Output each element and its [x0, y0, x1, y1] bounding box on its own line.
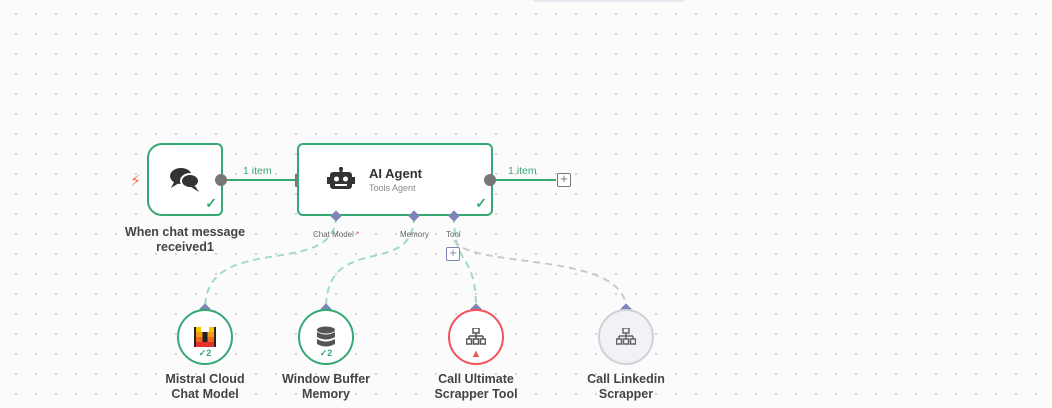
scrapper-tool-label-line1: Call Ultimate: [438, 372, 514, 386]
add-tool-button[interactable]: +: [446, 246, 460, 261]
required-marker: *: [356, 230, 360, 239]
call-linkedin-scrapper-node[interactable]: [598, 309, 654, 365]
success-check-icon: ✓: [205, 195, 217, 211]
sub-edge-tool-linkedin: [453, 239, 627, 310]
window-buffer-memory-node[interactable]: ✓2: [298, 309, 354, 365]
mistral-label-line2: Chat Model: [171, 387, 239, 401]
scrapper-tool-node-label: Call Ultimate Scrapper Tool: [421, 372, 531, 402]
success-check-icon: ✓: [475, 195, 487, 211]
execution-count-badge: ✓2: [198, 348, 212, 358]
add-next-node-button[interactable]: +: [557, 172, 571, 187]
memory-label-line1: Window Buffer: [281, 372, 371, 386]
sub-edge-memory: [325, 215, 415, 310]
edge-item-count-label: 1 item: [243, 165, 272, 177]
trigger-bolt-icon: ⚡︎: [130, 173, 142, 190]
sitemap-icon: [616, 328, 636, 345]
memory-label-line2: Memory: [302, 387, 350, 401]
trigger-label-line2: received1: [156, 240, 214, 254]
call-ultimate-scrapper-tool-node[interactable]: ▲: [448, 309, 504, 365]
mistral-label-line1: Mistral Cloud: [165, 372, 245, 386]
execution-count-badge: ✓2: [319, 348, 333, 358]
tool-connector-label: Tool: [446, 230, 461, 239]
trigger-label-line1: When chat message: [124, 225, 246, 239]
linkedin-label-line2: Scrapper: [598, 387, 654, 401]
mistral-node-label: Mistral Cloud Chat Model: [150, 372, 260, 402]
chat-model-connector-label: Chat Model *: [313, 230, 359, 239]
scrapper-tool-label-line2: Scrapper Tool: [434, 387, 518, 401]
memory-connector-label: Memory: [400, 230, 429, 239]
sub-edge-tool-scrapper: [453, 215, 477, 310]
top-toolbar-tab[interactable]: [532, 0, 686, 2]
robot-icon: [327, 166, 355, 189]
database-icon: [317, 326, 335, 347]
linkedin-label-line1: Call Linkedin: [587, 372, 665, 386]
chat-trigger-node[interactable]: ✓: [147, 143, 223, 216]
agent-title: AI Agent: [369, 166, 422, 181]
output-item-count-label: 1 item: [508, 165, 537, 177]
warning-triangle-icon: ▲: [470, 348, 482, 360]
linkedin-scrapper-node-label: Call Linkedin Scrapper: [571, 372, 681, 402]
agent-subtitle: Tools Agent: [369, 183, 416, 193]
chat-bubbles-icon: [170, 167, 200, 192]
execution-count: 2: [327, 348, 333, 358]
mistral-chat-model-node[interactable]: ✓2: [177, 309, 233, 365]
sub-edge-chat-model: [204, 215, 337, 310]
memory-node-label: Window Buffer Memory: [271, 372, 381, 402]
agent-output-handle[interactable]: [484, 174, 496, 186]
trigger-node-label: When chat message received1: [118, 225, 252, 255]
sitemap-icon: [466, 328, 486, 345]
chat-model-connector-text: Chat Model: [313, 230, 354, 239]
mistral-logo-icon: [194, 327, 216, 347]
trigger-output-handle[interactable]: [215, 174, 227, 186]
ai-agent-node[interactable]: AI Agent Tools Agent ✓: [297, 143, 493, 216]
execution-count: 2: [206, 348, 212, 358]
